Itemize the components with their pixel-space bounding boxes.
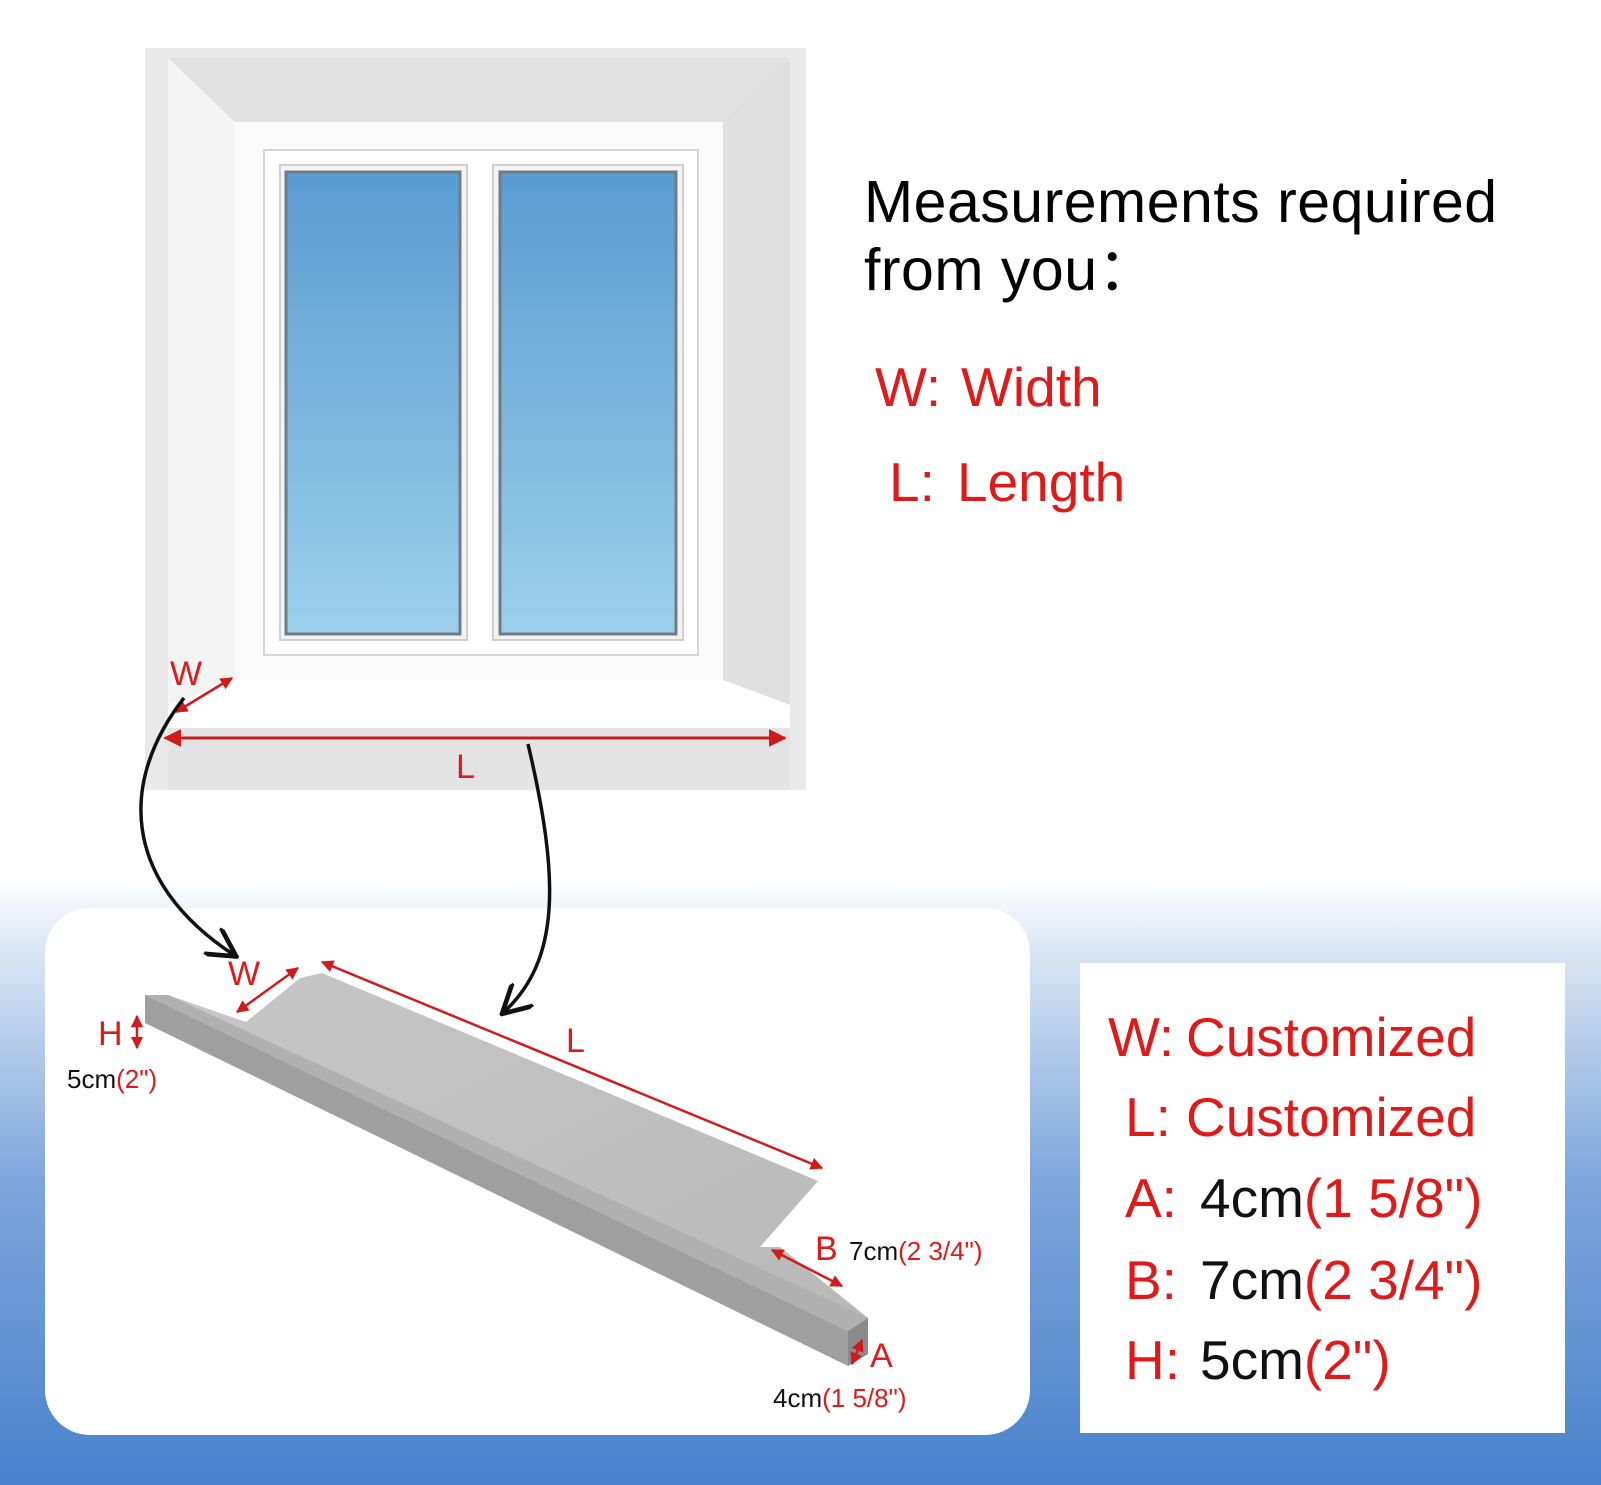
glass-pane-right <box>498 170 678 636</box>
definition-width: W: Width <box>875 355 1102 419</box>
connector-arrow-length <box>504 743 552 1012</box>
sill-b-arrow <box>770 1248 844 1288</box>
spec-value-inches: (2 3/4") <box>1303 1249 1483 1311</box>
definition-length: L: Length <box>889 450 1125 514</box>
spec-value: 7cm <box>1200 1249 1304 1311</box>
spec-key: L: <box>1125 1086 1171 1148</box>
sill-length-label: L <box>566 1022 585 1060</box>
spec-value: Customized <box>1186 1086 1477 1148</box>
sill-height-value: 5cm(2") <box>67 1064 158 1094</box>
sill-height-label: H <box>98 1015 123 1053</box>
definition-text: Length <box>957 451 1126 513</box>
definition-text: Width <box>961 356 1102 418</box>
window-frame <box>263 149 699 656</box>
page-title: Measurements required from you： <box>864 169 1498 303</box>
connector-arrow-width <box>139 696 234 955</box>
spec-row-width: W:Customized <box>1108 1005 1476 1069</box>
sill-width-label: W <box>228 955 261 993</box>
spec-value: 5cm <box>1200 1329 1304 1391</box>
definition-key: W: <box>875 356 942 418</box>
spec-key: H: <box>1125 1329 1180 1391</box>
definition-key: L: <box>889 451 935 513</box>
spec-value-inches: (1 5/8") <box>1303 1167 1483 1229</box>
spec-key: B: <box>1125 1249 1177 1311</box>
spec-row-h: H: 5cm(2") <box>1125 1328 1391 1392</box>
sill-length-arrow <box>320 960 824 1170</box>
spec-value: Customized <box>1186 1006 1477 1068</box>
window-width-label: W <box>170 655 203 693</box>
spec-value-inches: (2") <box>1303 1329 1391 1391</box>
spec-row-a: A: 4cm(1 5/8") <box>1125 1166 1482 1230</box>
sill-width-arrow <box>235 966 300 1014</box>
spec-row-b: B: 7cm(2 3/4") <box>1125 1248 1482 1312</box>
spec-key: A: <box>1125 1167 1177 1229</box>
sill-a-arrow <box>850 1338 864 1366</box>
sill-a-value: 4cm(1 5/8") <box>773 1383 907 1413</box>
sill-b-label: B <box>815 1230 838 1268</box>
specs-panel: W:Customized L:Customized A:4cm(1 5/8") … <box>1080 963 1565 1433</box>
window-width-arrow <box>174 676 234 714</box>
window-length-label: L <box>456 748 475 786</box>
spec-row-length: L:Customized <box>1125 1085 1476 1149</box>
sill-a-label: A <box>870 1337 893 1375</box>
spec-value: 4cm <box>1200 1167 1304 1229</box>
spec-key: W: <box>1108 1006 1175 1068</box>
sill-b-value: 7cm(2 3/4") <box>849 1236 983 1266</box>
glass-pane-left <box>284 170 462 636</box>
